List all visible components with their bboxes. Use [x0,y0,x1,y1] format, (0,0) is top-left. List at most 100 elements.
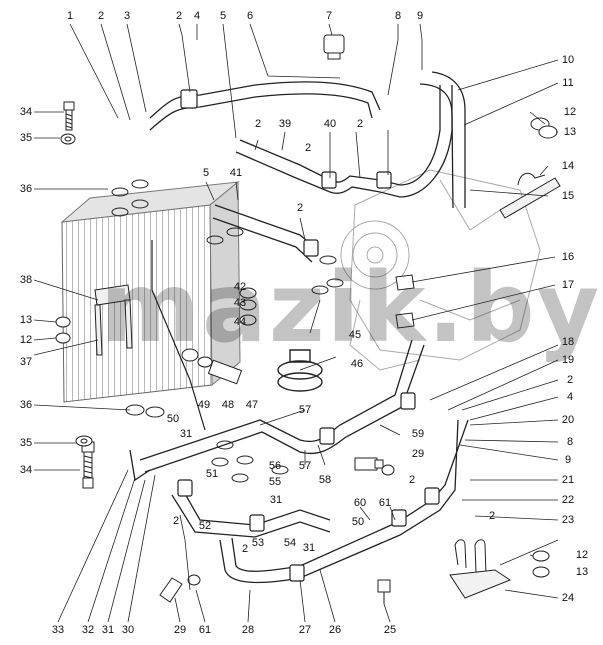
callout-label: 61 [198,624,212,636]
callout-label: 50 [351,516,365,528]
callout-label: 12 [19,334,33,346]
callout-label: 20 [561,414,575,426]
callout-label: 31 [179,428,193,440]
bracket-23-24 [449,539,512,599]
callout-label: 19 [561,354,575,366]
callout-label: 16 [561,251,575,263]
callout-label: 24 [561,592,575,604]
callout-label: 52 [198,520,212,532]
clip-14-bracket-15 [499,172,561,219]
callout-label: 8 [394,10,402,22]
watermark: mazik.by [100,252,602,364]
callout-label: 11 [562,77,574,89]
callout-label: 35 [19,437,33,449]
callout-label: 31 [101,624,115,636]
callout-label: 5 [219,10,227,22]
callout-label: 22 [561,494,575,506]
callout-label: 4 [193,10,201,22]
callout-label: 25 [383,624,397,636]
callout-label: 46 [350,358,364,370]
callout-label: 60 [353,497,367,509]
callout-label: 2 [488,510,496,522]
callout-label: 2 [408,474,416,486]
callout-label: 59 [411,428,425,440]
callout-label: 9 [564,454,572,466]
callout-label: 26 [328,624,342,636]
callout-label: 57 [298,460,312,472]
callout-label: 34 [19,464,33,476]
callout-label: 50 [166,413,180,425]
callout-label: 32 [81,624,95,636]
callout-label: 42 [233,281,247,293]
callout-label: 2 [97,10,105,22]
leader-lines [33,23,559,623]
callout-label: 9 [416,10,424,22]
callout-label: 13 [575,566,589,578]
callout-label: 7 [325,10,333,22]
callout-label: 2 [296,202,304,214]
hose-clamps [177,89,440,582]
callout-label: 2 [175,10,183,22]
callout-label: 21 [561,474,575,486]
callout-label: 2 [172,515,180,527]
callout-label: 14 [561,160,575,172]
gaskets [111,179,344,483]
callout-label: 34 [19,106,33,118]
callout-label: 13 [19,314,33,326]
lower-pipes [129,339,469,584]
callout-label: 37 [19,356,33,368]
callout-label: 13 [563,126,577,138]
callout-label: 33 [51,624,65,636]
callout-label: 12 [563,106,577,118]
callout-label: 47 [245,399,259,411]
engine-block [340,169,541,371]
callout-label: 53 [251,537,265,549]
callout-label: 28 [241,624,255,636]
callout-label: 41 [229,167,243,179]
callout-label: 56 [268,460,282,472]
callout-label: 38 [19,274,33,286]
callout-label: 8 [566,436,574,448]
callout-label: 29 [411,448,425,460]
callout-label: 39 [278,118,292,130]
callout-label: 29 [173,624,187,636]
callout-label: 2 [241,543,249,555]
bracket-38 [94,284,133,356]
callout-label: 57 [298,404,312,416]
callout-label: 6 [246,10,254,22]
callout-label: 49 [197,399,211,411]
callout-label: 1 [66,10,74,22]
callout-label: 15 [561,190,575,202]
engine-flanges [395,274,415,329]
callout-label: 2 [304,142,312,154]
tube-37 [151,240,206,431]
callout-label: 30 [121,624,135,636]
callout-label: 31 [302,542,316,554]
callout-label: 54 [283,537,297,549]
callout-label: 58 [318,474,332,486]
callout-label: 2 [356,118,364,130]
callout-label: 43 [233,297,247,309]
callout-label: 40 [323,118,337,130]
callout-label: 2 [566,374,574,386]
callout-label: 45 [348,329,362,341]
hose-46 [277,349,323,392]
callout-label: 18 [561,336,575,348]
callout-label: 36 [19,183,33,195]
callout-label: 31 [269,494,283,506]
callout-label: 5 [202,167,210,179]
cap-7 [323,34,345,60]
callout-label: 2 [254,118,262,130]
bolts [63,101,95,489]
callout-label: 48 [221,399,235,411]
callout-label: 27 [298,624,312,636]
callout-label: 17 [561,279,575,291]
callout-label: 35 [19,132,33,144]
washers-and-nuts [55,117,558,578]
callout-label: 55 [268,476,282,488]
callout-label: 3 [123,10,131,22]
callout-label: 61 [378,497,392,509]
callout-label: 44 [233,316,247,328]
